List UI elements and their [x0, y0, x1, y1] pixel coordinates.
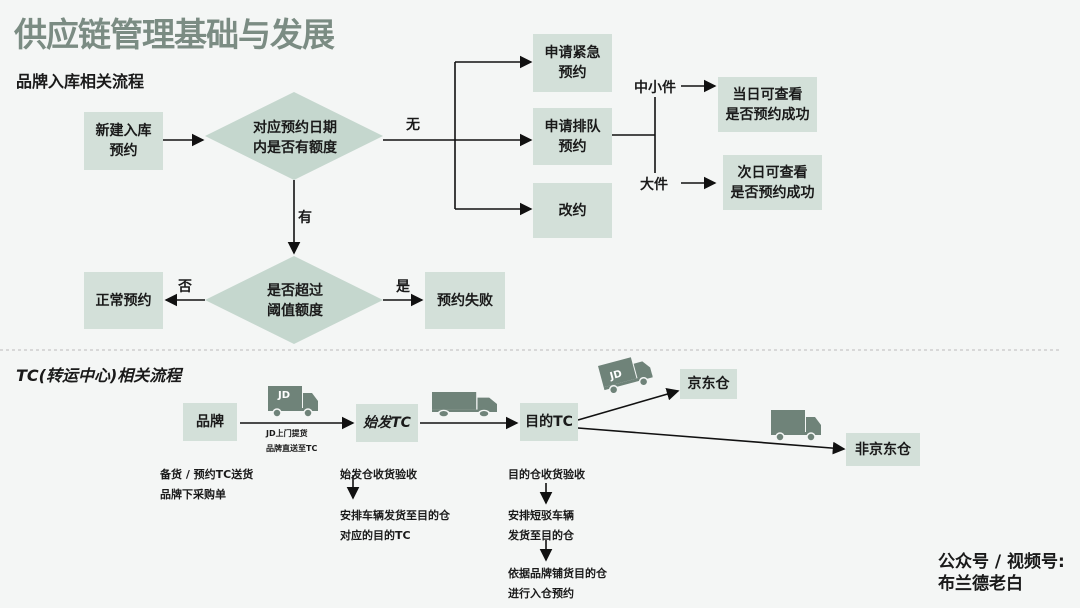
pickup-note: JD上门提货 品牌直送至TC	[266, 429, 318, 453]
non-jd-warehouse-box: 非京东仓	[846, 433, 920, 466]
truck-icon	[267, 385, 319, 418]
label-small-items: 中小件	[634, 80, 676, 96]
label-none: 无	[406, 117, 420, 133]
dest-step-shuttle: 安排短驳车辆 发货至目的仓	[508, 509, 574, 542]
booking-failed-box: 预约失败	[425, 272, 505, 329]
truck-icon	[431, 391, 498, 418]
reschedule-box: 改约	[533, 183, 612, 238]
label-no: 否	[178, 279, 192, 295]
origin-step-receive: 始发仓收货验收	[340, 468, 417, 481]
decision-diamond-quota	[205, 92, 383, 180]
same-day-check-box: 当日可查看 是否预约成功	[718, 77, 817, 132]
next-day-check-box: 次日可查看 是否预约成功	[723, 155, 822, 210]
jd-warehouse-box: 京东仓	[680, 369, 737, 399]
decision-quota-text: 对应预约日期 内是否有额度	[253, 120, 337, 156]
section-heading-inbound: 品牌入库相关流程	[16, 72, 145, 91]
footer-credit: 公众号 / 视频号: 布兰德老白	[938, 551, 1065, 595]
queue-booking-box: 申请排队 预约	[533, 108, 612, 165]
normal-booking-box: 正常预约	[84, 272, 163, 329]
footer-line2: 布兰德老白	[938, 574, 1023, 594]
label-has: 有	[298, 210, 312, 226]
label-large-items: 大件	[640, 177, 668, 193]
page-title: 供应链管理基础与发展	[14, 15, 335, 54]
dest-step-booking: 依据品牌铺货目的仓 进行入仓预约	[508, 567, 607, 600]
footer-line1: 公众号 / 视频号:	[938, 552, 1065, 572]
decision-threshold-text: 是否超过 阈值额度	[267, 283, 323, 319]
brand-note: 备货 / 预约TC送货 品牌下采购单	[160, 468, 254, 501]
dest-step-receive: 目的仓收货验收	[508, 468, 585, 481]
jd-logo: JD	[278, 390, 291, 401]
label-yes: 是	[396, 279, 410, 295]
decision-diamond-threshold	[205, 256, 383, 344]
truck-icon	[770, 409, 822, 442]
origin-tc-box: 始发TC	[356, 404, 418, 442]
origin-step-dispatch: 安排车辆发货至目的仓 对应的目的TC	[340, 509, 450, 542]
new-booking-box: 新建入库 预约	[84, 112, 163, 170]
truck-icon	[597, 352, 656, 397]
brand-box: 品牌	[183, 403, 237, 441]
urgent-booking-box: 申请紧急 预约	[533, 34, 612, 92]
dest-tc-box: 目的TC	[520, 403, 578, 441]
section-heading-tc: TC(转运中心)相关流程	[16, 366, 182, 385]
